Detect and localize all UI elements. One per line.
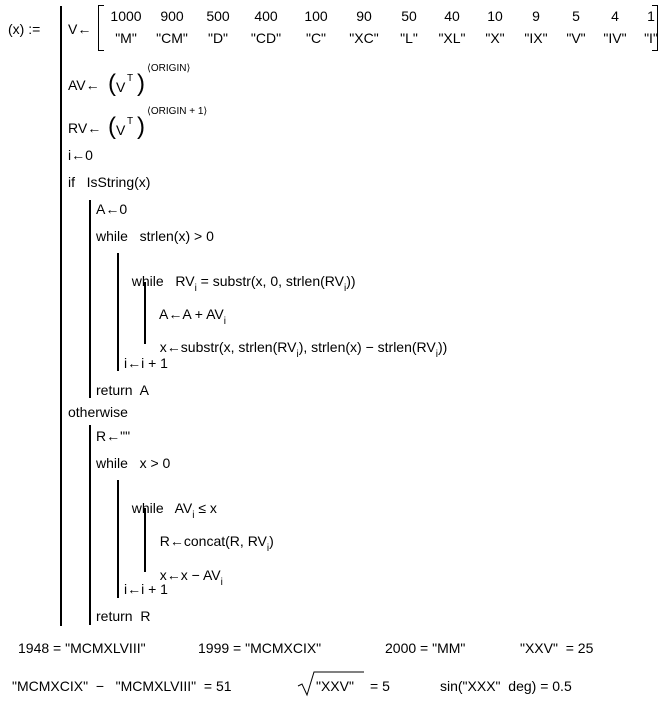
matrix-cell: "L" (400, 30, 418, 46)
transpose-sup: T (127, 116, 134, 127)
matrix-bracket-right (652, 5, 658, 51)
av-assign: AV← (68, 77, 100, 93)
matrix-cell: 4 (611, 8, 619, 24)
return-r: return R (96, 608, 151, 624)
roman-matrix: 1000 900 500 400 100 90 50 40 10 9 5 4 1 "M" "CM" "D" "C… (104, 5, 664, 49)
program-bar-inner2 (144, 508, 146, 572)
matrix-cell: 100 (304, 8, 328, 24)
x-subtract: x←x − AVi (159, 567, 223, 588)
matrix-cell: "X" (485, 30, 505, 46)
matrix-cell: "IV" (603, 30, 627, 46)
matrix-cell: "I" (644, 30, 658, 46)
result-2000: 2000 = "MM" (385, 640, 466, 656)
a-update: A←A + AVi (159, 306, 226, 327)
matrix-cell: "XC" (349, 30, 379, 46)
program-bar-outer (60, 6, 62, 626)
sqrt-argument: "XXV" (316, 678, 354, 694)
matrix-cell: 900 (160, 8, 184, 24)
matrix-cell: 1000 (110, 8, 142, 24)
i-increment: i←i + 1 (124, 355, 168, 371)
return-a: return A (96, 382, 149, 398)
rv-column-sup: ⟨ORIGIN + 1⟩ (147, 106, 208, 117)
matrix-cell: "IX" (524, 30, 548, 46)
vt-base: V (116, 122, 126, 138)
matrix-cell: "M" (115, 30, 137, 46)
r-update: R←concat(R, RVi) (159, 533, 274, 554)
matrix-cell: 90 (356, 8, 372, 24)
vt-base: V (116, 79, 126, 95)
matrix-cell: 5 (572, 8, 580, 24)
paren-close: ) (137, 70, 145, 97)
program-bar-while3 (117, 480, 119, 598)
r-init: R←"" (96, 428, 131, 444)
av-column-sup: ⟨ORIGIN⟩ (147, 63, 191, 74)
otherwise-line: otherwise (68, 404, 128, 420)
paren-close: ) (137, 113, 145, 140)
matrix-cell: "V" (566, 30, 586, 46)
program-bar-inner (144, 282, 146, 344)
while-substr: while RVi = substr(x, 0, strlen(RVi)) (131, 273, 356, 294)
matrix-cell: "CD" (250, 30, 282, 46)
matrix-cell: "XL" (438, 30, 466, 46)
i-increment: i←i + 1 (124, 581, 168, 597)
x-update: x←substr(x, strlen(RVi), strlen(x) − str… (159, 339, 448, 360)
while-av: while AVi ≤ x (131, 500, 217, 521)
paren-open: ( (108, 70, 116, 97)
result-xxv: "XXV" = 25 (520, 640, 594, 656)
matrix-cell: 9 (532, 8, 540, 24)
result-sin: sin("XXX" deg) = 0.5 (440, 678, 572, 694)
matrix-cell: "C" (305, 30, 327, 46)
v-assign: V← (68, 21, 92, 37)
matrix-cell: 50 (401, 8, 417, 24)
sqrt-result: = 5 (370, 678, 390, 694)
program-bar-otherwise (89, 425, 91, 625)
program-bar-while1 (117, 253, 119, 371)
matrix-cell: 1 (647, 8, 655, 24)
i-init: i←0 (68, 147, 93, 163)
program-bar-if (89, 200, 91, 398)
result-1999: 1999 = "MCMXCIX" (198, 640, 322, 656)
matrix-cell: 400 (254, 8, 278, 24)
paren-open: ( (108, 113, 116, 140)
a-init: A←0 (96, 201, 128, 217)
result-1948: 1948 = "MCMXLVIII" (18, 640, 146, 656)
function-header: (x) := (8, 21, 41, 37)
rv-assign: RV← (68, 120, 102, 136)
matrix-cell: "D" (207, 30, 229, 46)
transpose-sup: T (127, 73, 134, 84)
matrix-bracket-left (98, 5, 104, 51)
while-strlen: while strlen(x) > 0 (96, 228, 214, 244)
matrix-cell: "CM" (156, 30, 188, 46)
matrix-cell: 500 (206, 8, 230, 24)
result-difference: "MCMXCIX" − "MCMXLVIII" = 51 (12, 678, 232, 694)
sqrt-icon (297, 671, 364, 697)
matrix-cell: 40 (444, 8, 460, 24)
while-x: while x > 0 (96, 455, 171, 471)
if-line: if IsString(x) (68, 174, 151, 190)
matrix-cell: 10 (487, 8, 503, 24)
